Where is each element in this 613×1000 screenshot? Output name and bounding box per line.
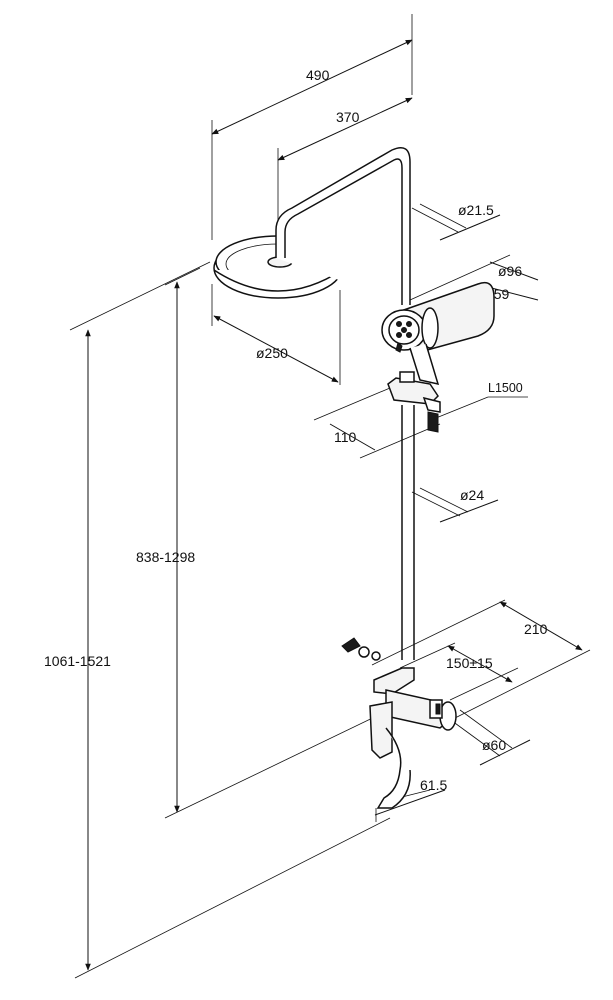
dimension-overall-width: 490 (211, 14, 413, 240)
dim-spout-label: 61.5 (420, 777, 447, 793)
dimension-holder-offset: 110 (313, 387, 441, 459)
dim-depth-label: 210 (524, 621, 548, 637)
dim-holder-label: 110 (334, 429, 357, 445)
dimension-height-inner: 838-1298 (136, 267, 411, 819)
dim-head-label: ø250 (256, 345, 288, 361)
dim-arm-reach-label: 370 (336, 109, 360, 125)
vertical-rail (401, 405, 415, 660)
dim-escutcheon-label: ø60 (482, 737, 506, 753)
mixer-valve (369, 667, 457, 809)
dim-inlet-label: 150±15 (446, 655, 493, 671)
dimension-inlet-spacing: 150±15 (399, 642, 519, 701)
dim-hand-shower-dia-label: ø96 (498, 263, 522, 279)
dimension-height-total: 1061-1521 (44, 261, 391, 979)
dim-pipe-top-label: ø21.5 (458, 202, 494, 218)
dim-height-total-label: 1061-1521 (44, 653, 111, 669)
dim-height-inner-label: 838-1298 (136, 549, 195, 565)
dim-overall-width-label: 490 (306, 67, 330, 83)
dimension-hose-length: L1500 (435, 381, 528, 419)
dimension-pipe-diameter: ø24 (411, 487, 499, 523)
hand-shower (381, 281, 495, 386)
dimension-pipe-top-diameter: ø21.5 (411, 202, 501, 241)
hand-shower-holder (387, 371, 441, 433)
wall-fittings (341, 637, 381, 661)
dimension-head-diameter: ø250 (211, 284, 341, 385)
shower-arm (275, 147, 411, 305)
dim-pipe-label: ø24 (460, 487, 484, 503)
dimension-depth: 210 (371, 599, 591, 719)
dim-hose-label: L1500 (488, 381, 523, 395)
dimension-escutcheon: ø60 (447, 709, 531, 766)
